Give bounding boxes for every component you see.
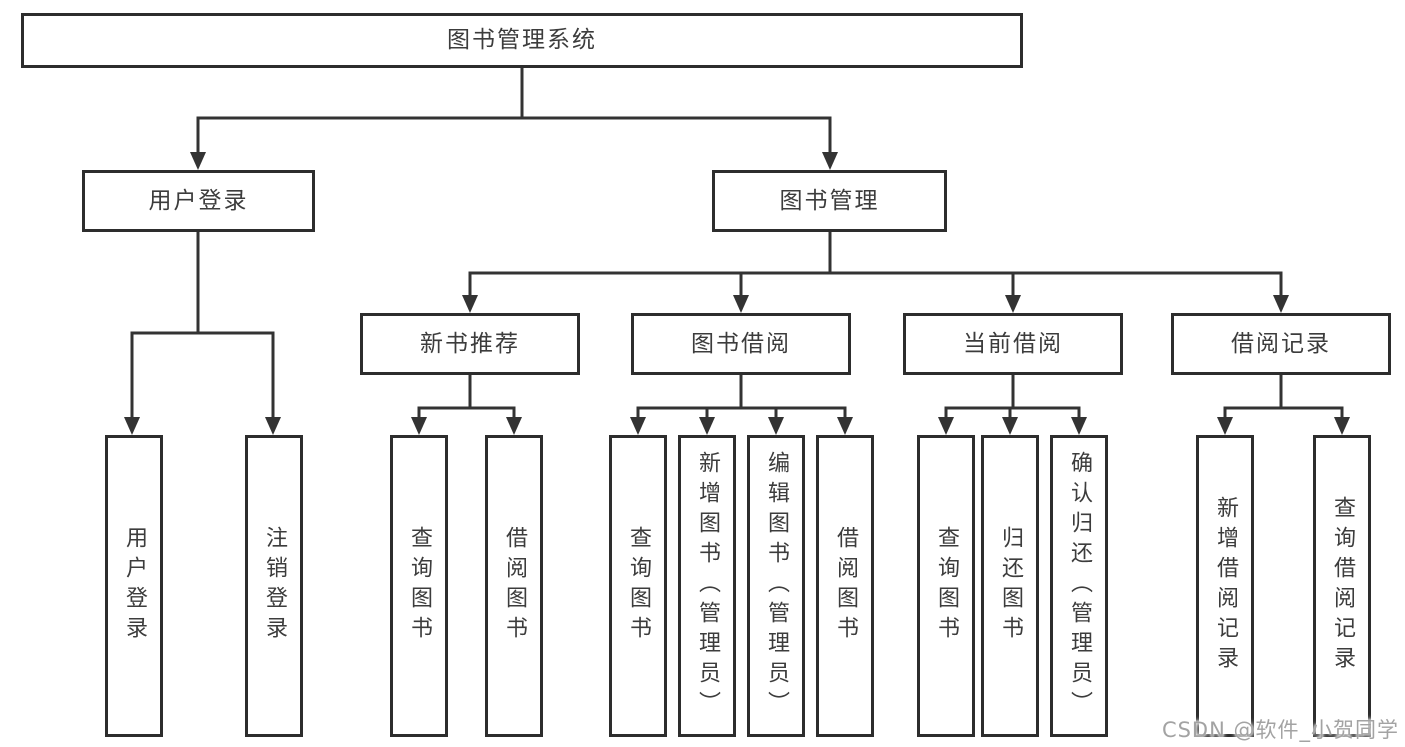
- node-book-borrow: 图书借阅: [631, 313, 851, 375]
- node-current-borrow-label: 当前借阅: [963, 330, 1063, 357]
- node-user-login-label: 用户登录: [148, 187, 249, 214]
- leaf-query-books-recommend-label: 查询图书: [407, 526, 432, 646]
- leaf-add-book-admin: 新增图书（管理员）: [678, 435, 736, 737]
- leaf-query-books-recommend: 查询图书: [390, 435, 448, 737]
- leaf-return-book-label: 归还图书: [998, 526, 1023, 646]
- leaf-edit-book-admin: 编辑图书（管理员）: [747, 435, 805, 737]
- leaf-query-books-borrow: 查询图书: [609, 435, 667, 737]
- node-system-root: 图书管理系统: [21, 13, 1023, 68]
- leaf-query-books-borrow-label: 查询图书: [626, 526, 651, 646]
- leaf-add-borrow-record: 新增借阅记录: [1196, 435, 1254, 737]
- leaf-confirm-return-admin-label: 确认归还（管理员）: [1067, 451, 1092, 721]
- leaf-user-login-label: 用户登录: [122, 526, 147, 646]
- node-new-book-recommend: 新书推荐: [360, 313, 580, 375]
- leaf-query-borrow-record: 查询借阅记录: [1313, 435, 1371, 737]
- node-user-login: 用户登录: [82, 170, 315, 232]
- leaf-query-books-current: 查询图书: [917, 435, 975, 737]
- node-book-borrow-label: 图书借阅: [691, 330, 791, 357]
- leaf-query-borrow-record-label: 查询借阅记录: [1330, 496, 1355, 676]
- leaf-borrow-books-recommend-label: 借阅图书: [502, 526, 527, 646]
- csdn-watermark: CSDN @软件_小贺同学: [1161, 718, 1399, 742]
- leaf-edit-book-admin-label: 编辑图书（管理员）: [764, 451, 789, 721]
- leaf-logout: 注销登录: [245, 435, 303, 737]
- node-current-borrow: 当前借阅: [903, 313, 1123, 375]
- leaf-query-books-current-label: 查询图书: [934, 526, 959, 646]
- node-book-management-label: 图书管理: [779, 187, 880, 214]
- node-borrow-records-label: 借阅记录: [1231, 330, 1331, 357]
- leaf-logout-label: 注销登录: [262, 526, 287, 646]
- leaf-add-borrow-record-label: 新增借阅记录: [1213, 496, 1238, 676]
- leaf-return-book: 归还图书: [981, 435, 1039, 737]
- leaf-confirm-return-admin: 确认归还（管理员）: [1050, 435, 1108, 737]
- leaf-borrow-books: 借阅图书: [816, 435, 874, 737]
- leaf-borrow-books-recommend: 借阅图书: [485, 435, 543, 737]
- node-system-root-label: 图书管理系统: [447, 27, 597, 53]
- leaf-add-book-admin-label: 新增图书（管理员）: [695, 451, 720, 721]
- node-new-book-recommend-label: 新书推荐: [420, 330, 520, 357]
- leaf-user-login: 用户登录: [105, 435, 163, 737]
- leaf-borrow-books-label: 借阅图书: [833, 526, 858, 646]
- node-borrow-records: 借阅记录: [1171, 313, 1391, 375]
- node-book-management: 图书管理: [712, 170, 947, 232]
